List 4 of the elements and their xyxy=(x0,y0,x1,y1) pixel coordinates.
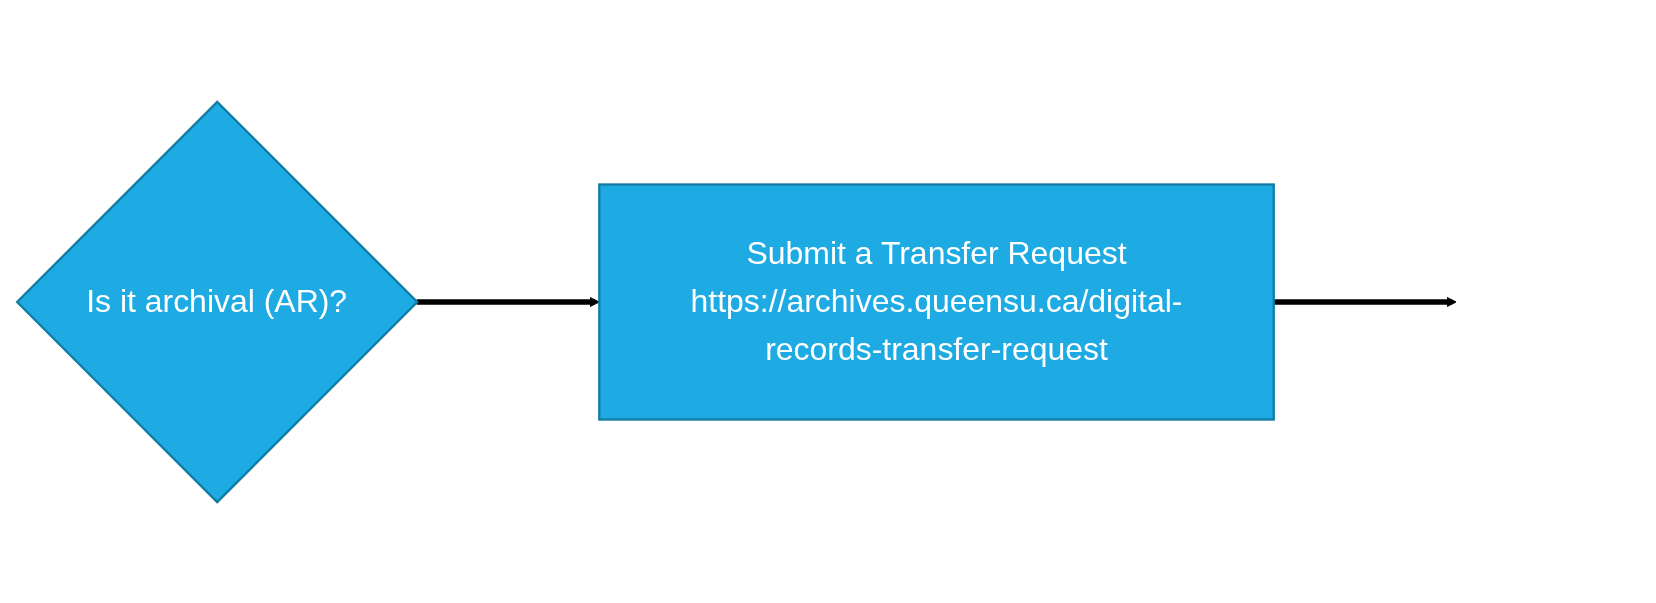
arrow xyxy=(1273,296,1457,307)
node-box: Submit a Transfer Request https://archives.queensu.ca/digital-records-transfer-request xyxy=(598,182,1275,421)
node-diamond: Is it archival (AR)? xyxy=(15,99,419,504)
arrow xyxy=(416,296,600,307)
